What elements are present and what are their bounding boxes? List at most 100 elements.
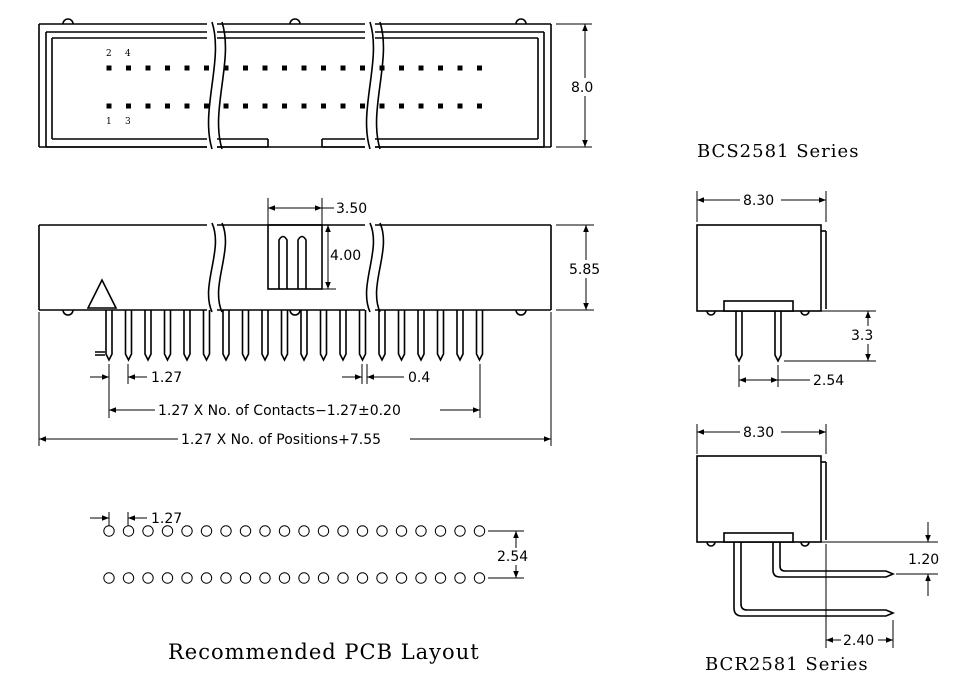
standoff-bump — [289, 309, 301, 316]
pin-square — [457, 103, 463, 109]
pcb-hole — [337, 525, 349, 537]
pin-square — [321, 65, 326, 71]
pin-square — [399, 103, 404, 109]
bcr-pin-block — [723, 532, 794, 543]
contact-pin — [280, 310, 289, 362]
pin-square — [262, 65, 268, 71]
break-line — [375, 222, 385, 313]
pitch-label: 1.27 — [151, 370, 182, 386]
pin-number-1: 1 — [106, 117, 112, 127]
pcb-hole — [142, 525, 154, 537]
pcb-hole — [356, 525, 369, 537]
pcb-hole — [103, 572, 115, 584]
pin-square — [262, 103, 268, 109]
bcr-standoff — [800, 541, 810, 547]
pin-width-label: 0.4 — [408, 370, 430, 386]
pin1-triangle-marker — [86, 278, 118, 309]
pin-number-3: 3 — [125, 117, 131, 127]
pin-square — [282, 65, 287, 71]
break-line — [375, 21, 385, 150]
pin-square — [223, 65, 229, 71]
latch-window — [267, 224, 323, 290]
pin-square — [418, 103, 424, 109]
bcr-offset-label: 1.20 — [908, 552, 939, 568]
pin-square — [477, 65, 482, 71]
pin-square — [418, 65, 424, 71]
bcs-pin-block — [723, 300, 794, 312]
pcb-hole — [434, 525, 447, 537]
contact-pin — [222, 310, 230, 362]
front-view: 3.50 4.00 5.85 1.27 0.4 1.27 X No. of Co… — [38, 198, 604, 448]
pin-number-4: 4 — [125, 49, 131, 59]
positions-formula-label: 1.27 X No. of Positions+7.55 — [181, 432, 381, 448]
pin-square — [145, 103, 151, 109]
pcb-hole — [181, 572, 193, 584]
pin-square — [282, 103, 287, 109]
housing-side-walls — [38, 225, 552, 310]
bcs-housing — [696, 224, 822, 312]
contact-pin — [300, 310, 308, 362]
pcb-hole — [239, 572, 252, 584]
pcb-hole — [200, 525, 213, 537]
top-view: 2 4 1 3 8.0 — [38, 18, 601, 150]
latch-pins — [278, 235, 307, 289]
pcb-hole — [434, 572, 447, 584]
pin-square — [457, 65, 463, 71]
contact-pin — [202, 310, 211, 362]
pin-square — [145, 65, 151, 71]
contact-pin — [358, 310, 367, 362]
pin-square — [243, 103, 248, 109]
bcs-series-view: BCS2581 Series 8.30 3.3 2.54 — [696, 141, 876, 389]
pin-square — [126, 65, 131, 71]
pcb-hole — [395, 572, 408, 584]
pcb-hole — [337, 572, 349, 584]
latch-pin — [278, 235, 288, 289]
contact-pin — [436, 310, 445, 362]
pcb-layout-caption: Recommended PCB Layout — [168, 640, 480, 664]
bcr-row-pitch-label: 2.40 — [843, 633, 874, 649]
contact-pin — [124, 310, 133, 362]
dim-height-label: 8.0 — [571, 80, 593, 96]
break-line — [365, 21, 375, 150]
break-line — [217, 222, 227, 313]
pcb-hole — [259, 525, 271, 537]
pcb-hole — [473, 525, 486, 537]
latch-pin — [297, 235, 307, 289]
break-line — [207, 21, 217, 150]
pin-square — [379, 103, 385, 109]
pin-square — [106, 103, 112, 109]
pin-square — [184, 65, 190, 71]
bcs-row-pitch-label: 2.54 — [813, 373, 844, 389]
pin-square — [360, 65, 365, 71]
pin-square — [340, 103, 346, 109]
pcb-hole — [317, 572, 330, 584]
pcb-row-spacing-label: 2.54 — [497, 549, 528, 565]
pin-square — [243, 65, 248, 71]
pcb-hole — [220, 572, 232, 584]
polarization-slot — [267, 139, 323, 147]
pcb-hole — [415, 572, 427, 584]
contact-pin — [144, 310, 152, 362]
bcs-series-title: BCS2581 Series — [697, 141, 859, 162]
bcs-standoff — [706, 310, 716, 316]
contact-pin — [339, 310, 347, 362]
pin-square — [360, 103, 365, 109]
pcb-hole — [239, 525, 252, 537]
contact-pin — [456, 310, 464, 362]
bcs-pin — [774, 311, 782, 363]
housing-side-walls — [38, 24, 552, 147]
pin-square — [165, 103, 170, 109]
pin-square — [399, 65, 404, 71]
pcb-hole — [454, 572, 466, 584]
pcb-hole — [122, 525, 135, 537]
bcr-pin-upper — [772, 542, 896, 578]
bcr-pin-lower — [733, 542, 896, 617]
pcb-hole — [473, 572, 486, 584]
pin-square — [184, 103, 190, 109]
dim-8-0-bg — [567, 78, 601, 96]
bcr-width-label: 8.30 — [743, 425, 774, 441]
pin-square — [223, 103, 229, 109]
pin-square — [321, 103, 326, 109]
top-view-housing — [38, 18, 552, 150]
